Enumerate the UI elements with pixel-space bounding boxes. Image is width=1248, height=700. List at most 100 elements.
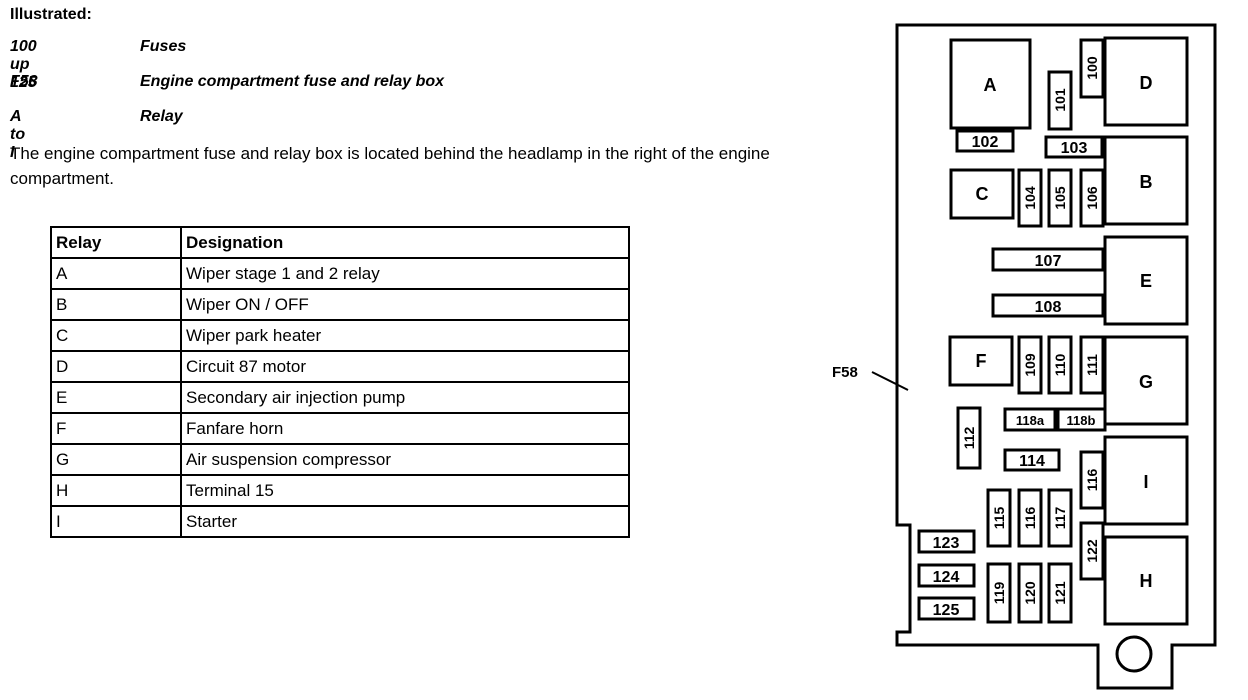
fuse-114: 114	[1003, 448, 1061, 472]
relay-label: B	[1140, 172, 1153, 192]
f58-leader-line	[871, 371, 909, 391]
fuse-label: 116	[1022, 506, 1038, 529]
f58-callout-label: F58	[832, 364, 858, 381]
fuse-label: 122	[1084, 539, 1100, 563]
fuse-100: 100	[1079, 38, 1105, 99]
fuse-label: 117	[1052, 506, 1068, 529]
relay-cell: H	[50, 474, 182, 507]
fuse-label: 107	[1035, 253, 1062, 270]
fuse-115: 115	[986, 488, 1012, 548]
fuse-110: 110	[1047, 335, 1073, 395]
relay-label: A	[984, 75, 997, 95]
fuse-121: 121	[1047, 562, 1073, 624]
fuse-108: 108	[991, 293, 1105, 318]
fuse-101: 101	[1047, 70, 1073, 131]
table-header-row: Relay Designation	[50, 226, 630, 259]
fuse-112: 112	[956, 406, 982, 470]
column-header-relay: Relay	[50, 226, 182, 259]
fuse-label: 102	[972, 134, 999, 151]
fuse-label: 104	[1022, 186, 1038, 210]
legend-term: 100 up 125	[10, 38, 37, 91]
fuse-116: 116	[1017, 488, 1043, 548]
designation-cell: Wiper stage 1 and 2 relay	[180, 257, 630, 290]
fuse-label: 110	[1052, 353, 1068, 376]
fuse-117: 117	[1047, 488, 1073, 548]
relay-label: C	[976, 184, 989, 204]
fuse-label: 118b	[1067, 413, 1096, 428]
legend-term: F58	[10, 73, 38, 90]
fuse-label: 109	[1022, 353, 1038, 377]
fuse-122: 122	[1079, 521, 1105, 581]
fuse-label: 123	[933, 535, 960, 552]
designation-cell: Terminal 15	[180, 474, 630, 507]
fuse-label: 119	[991, 581, 1007, 604]
relay-cell: E	[50, 381, 182, 414]
relay-f: F	[948, 335, 1014, 387]
relay-label: H	[1140, 571, 1153, 591]
fuse-label: 118a	[1016, 413, 1045, 428]
fuse-label: 101	[1052, 88, 1068, 112]
relay-e: E	[1103, 235, 1189, 326]
fuse-label: 116	[1084, 468, 1100, 491]
legend-desc: Engine compartment fuse and relay box	[140, 73, 445, 90]
fuse-103: 103	[1044, 135, 1104, 159]
fuse-119: 119	[986, 562, 1012, 624]
fuse-label: 121	[1052, 581, 1068, 605]
fuse-label: 115	[991, 506, 1007, 529]
fuse-107: 107	[991, 247, 1105, 272]
fuse-105: 105	[1047, 168, 1073, 228]
fuse-label: 103	[1061, 140, 1088, 157]
relay-label: G	[1139, 372, 1153, 392]
fuse-label: 105	[1052, 186, 1068, 210]
fuse-123: 123	[917, 529, 976, 554]
designation-cell: Secondary air injection pump	[180, 381, 630, 414]
fuse-label: 120	[1022, 581, 1038, 605]
fuse-111: 111	[1079, 335, 1105, 395]
fuse-118a: 118a	[1003, 407, 1057, 432]
legend-desc: Relay	[140, 108, 183, 125]
heading: Illustrated:	[10, 6, 92, 23]
designation-cell: Wiper park heater	[180, 319, 630, 352]
relay-cell: F	[50, 412, 182, 445]
relay-label: D	[1140, 73, 1153, 93]
relay-cell: I	[50, 505, 182, 538]
fuse-label: 100	[1084, 56, 1100, 80]
designation-cell: Fanfare horn	[180, 412, 630, 445]
relay-b: B	[1103, 135, 1189, 226]
designation-cell: Wiper ON / OFF	[180, 288, 630, 321]
fuse-120: 120	[1017, 562, 1043, 624]
relay-cell: C	[50, 319, 182, 352]
fuse-102: 102	[955, 129, 1015, 153]
legend-desc: Fuses	[140, 38, 187, 55]
fuse-label: 125	[933, 602, 960, 619]
mounting-hole	[1115, 635, 1153, 673]
fuse-label: 112	[961, 426, 977, 449]
fuse-106: 106	[1079, 168, 1105, 228]
relay-label: E	[1140, 271, 1152, 291]
relay-cell: A	[50, 257, 182, 290]
relay-c: C	[949, 168, 1015, 220]
relay-cell: D	[50, 350, 182, 383]
designation-cell: Circuit 87 motor	[180, 350, 630, 383]
fuse-118b: 118b	[1056, 407, 1107, 432]
location-text: The engine compartment fuse and relay bo…	[10, 144, 770, 188]
relay-label: F	[976, 351, 987, 371]
relay-cell: G	[50, 443, 182, 476]
relay-label: I	[1143, 472, 1148, 492]
designation-cell: Air suspension compressor	[180, 443, 630, 476]
fuse-109: 109	[1017, 335, 1043, 395]
fuse-116-upper: 116	[1079, 450, 1105, 510]
fuse-124: 124	[917, 563, 976, 588]
fuse-104: 104	[1017, 168, 1043, 228]
